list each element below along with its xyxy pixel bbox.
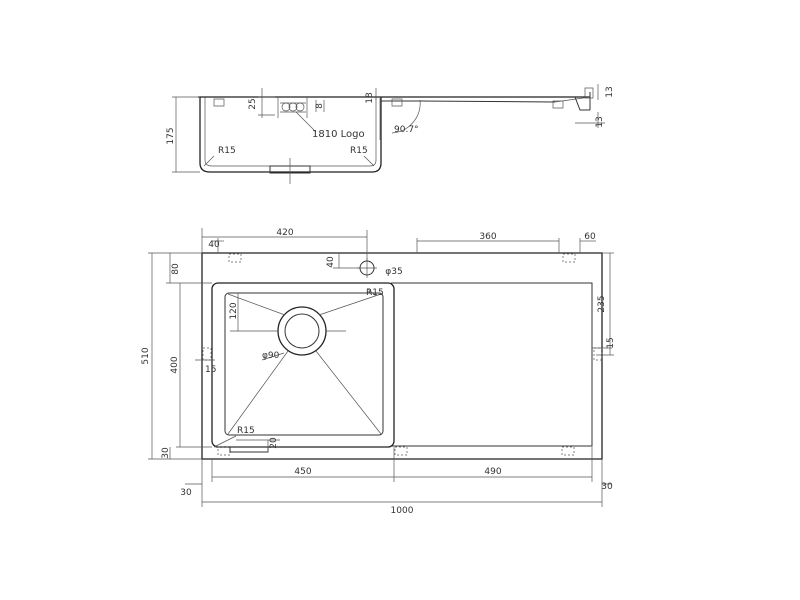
dim-490: 490 bbox=[484, 467, 501, 477]
dim-400: 400 bbox=[170, 356, 180, 373]
dim-r15-bottom: R15 bbox=[237, 426, 255, 436]
dim-235: 235 bbox=[597, 295, 607, 312]
drainboard-outline bbox=[391, 283, 592, 446]
dim-phi90: φ90 bbox=[262, 351, 280, 361]
dim-30-left: 30 bbox=[161, 447, 171, 459]
side-dim-13-bottom: 13 bbox=[595, 116, 605, 127]
side-angle-label: 90.7° bbox=[394, 125, 419, 135]
dim-15-right: 15 bbox=[606, 337, 616, 348]
side-dim-25: 25 bbox=[248, 98, 258, 109]
dim-360: 360 bbox=[479, 232, 496, 242]
side-dim-18: 18 bbox=[365, 92, 375, 104]
dim-1000: 1000 bbox=[391, 506, 414, 516]
dim-40-left: 40 bbox=[208, 240, 220, 250]
side-dim-13-top: 13 bbox=[605, 86, 615, 97]
side-height-175: 175 bbox=[166, 127, 176, 144]
dim-r15-top: R15 bbox=[366, 288, 384, 298]
dim-30-bottom-left: 30 bbox=[180, 488, 192, 498]
drain-inner bbox=[285, 314, 319, 348]
dim-60: 60 bbox=[584, 232, 596, 242]
dim-510: 510 bbox=[141, 347, 151, 364]
dim-120: 120 bbox=[229, 302, 239, 319]
side-clip-right bbox=[392, 99, 402, 106]
side-dim-8: 8 bbox=[315, 103, 325, 109]
side-clip-left bbox=[214, 99, 224, 106]
dim-420: 420 bbox=[276, 228, 293, 238]
bowl-inner bbox=[225, 293, 383, 435]
dim-30-bottom-right: 30 bbox=[601, 482, 613, 492]
dim-15-left: 15 bbox=[205, 365, 216, 375]
side-radius-left: R15 bbox=[218, 146, 236, 156]
dim-450: 450 bbox=[294, 467, 311, 477]
bowl-outer bbox=[212, 283, 394, 447]
side-bowl-outline bbox=[200, 97, 381, 172]
top-view: 420 40 360 60 40 φ35 510 80 400 30 120 R… bbox=[141, 228, 616, 516]
dim-phi35: φ35 bbox=[385, 267, 402, 277]
overflow-slot bbox=[230, 447, 268, 452]
side-radius-right: R15 bbox=[350, 146, 368, 156]
side-logo-label: 1810 Logo bbox=[312, 129, 365, 140]
dim-40-hole: 40 bbox=[326, 256, 336, 268]
dim-80: 80 bbox=[171, 263, 181, 275]
tap-hole-detail bbox=[258, 88, 324, 132]
side-view: 175 25 8 18 13 13 1810 Logo 90.7° R15 R1… bbox=[166, 84, 615, 184]
dim-20: 20 bbox=[269, 437, 279, 449]
